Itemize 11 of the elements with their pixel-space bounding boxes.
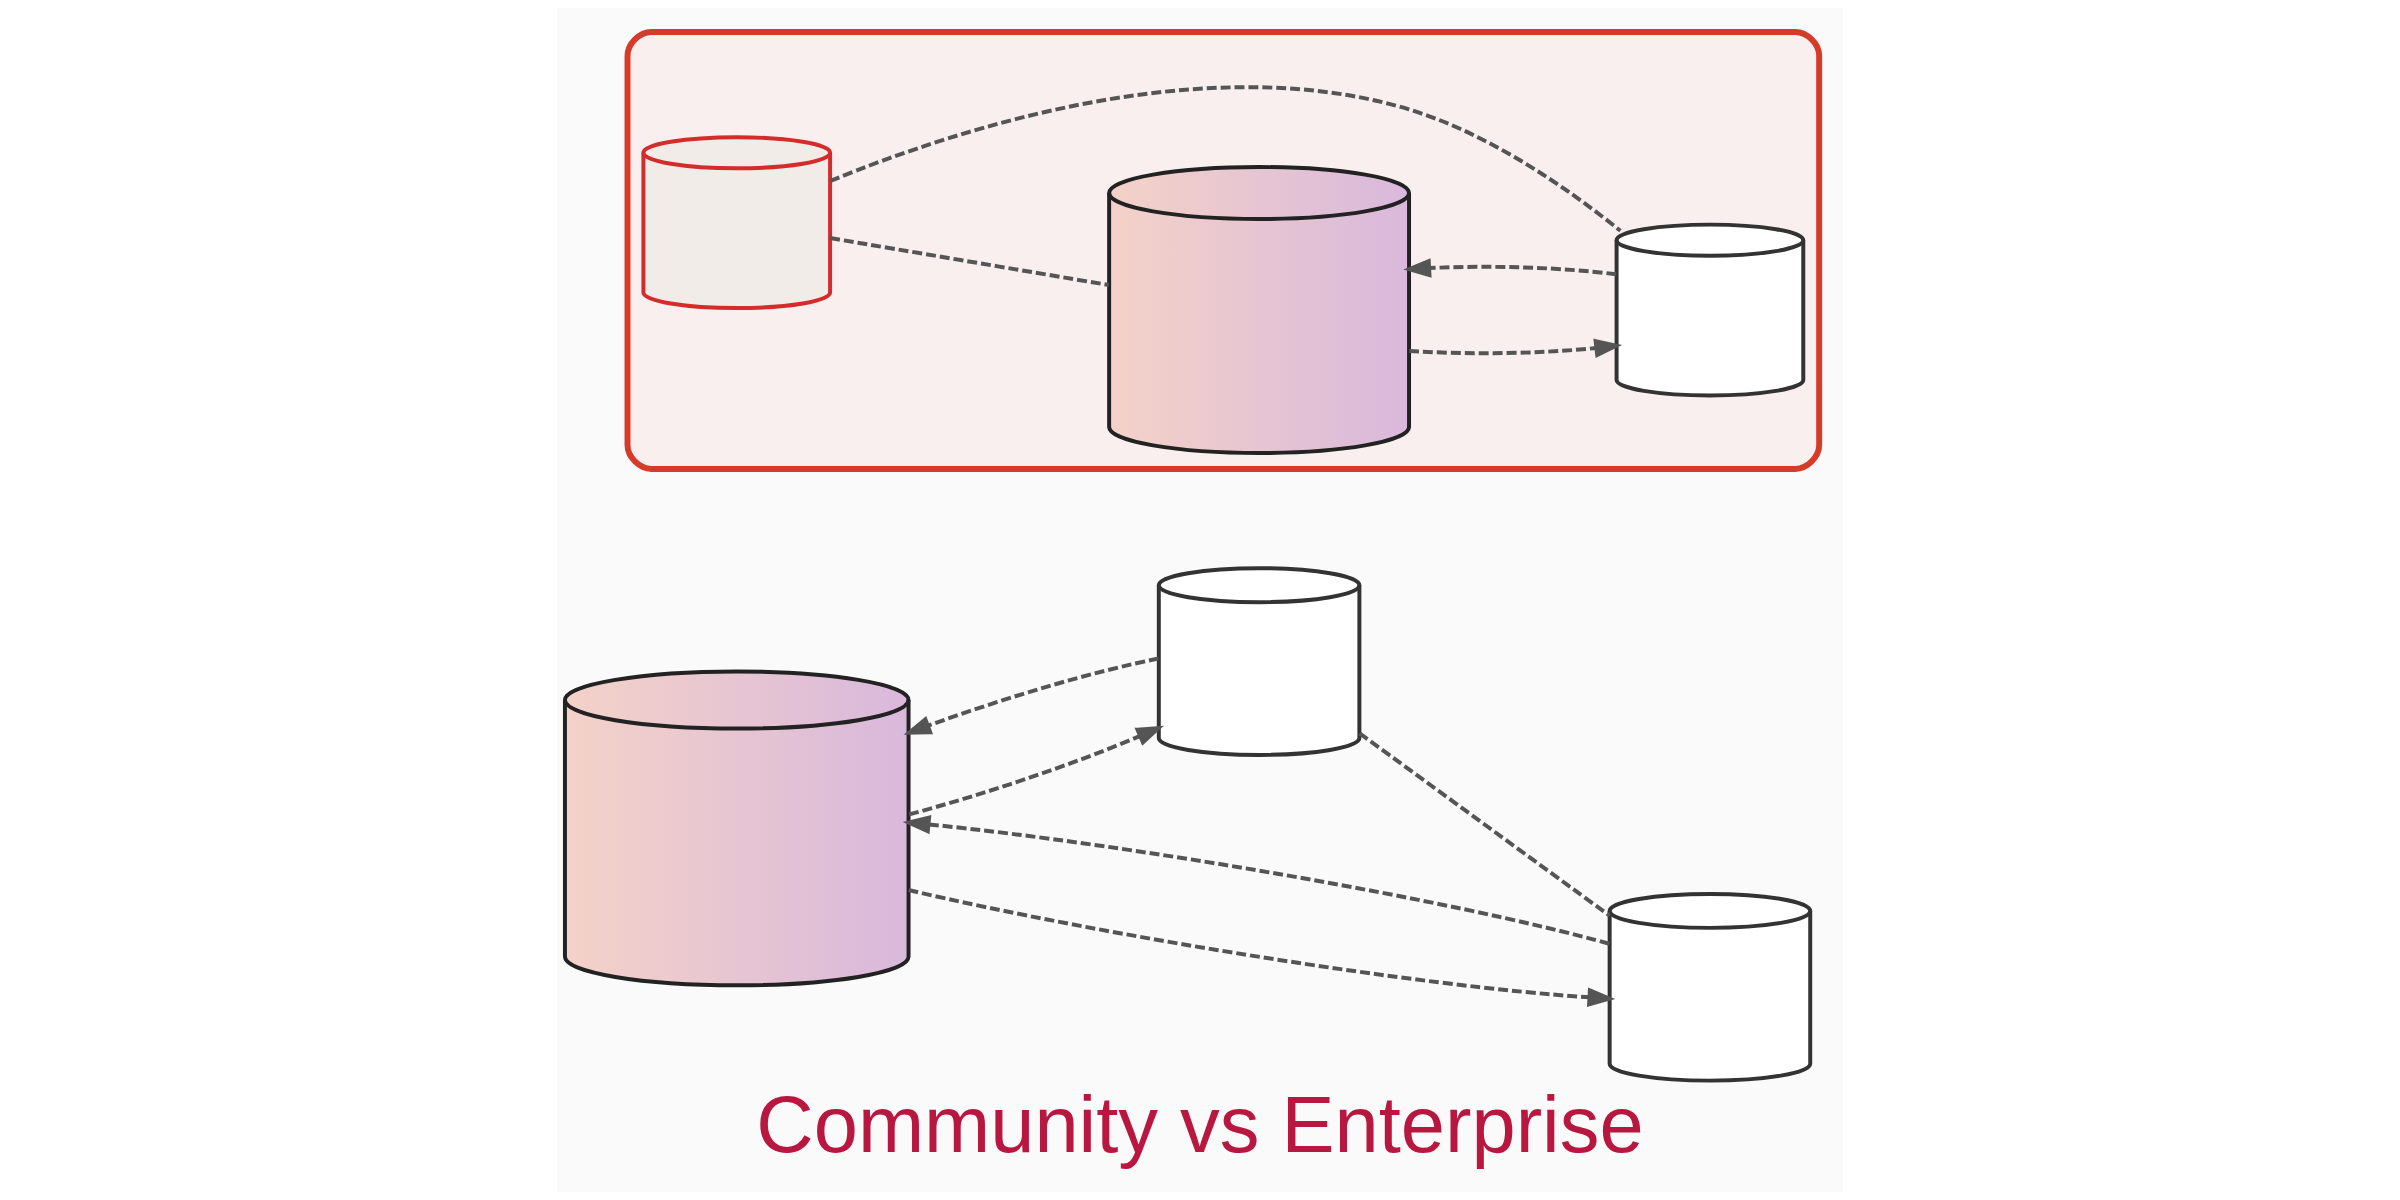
connector	[829, 236, 1109, 287]
arrow	[902, 814, 1610, 946]
diagram-title: Community vs Enterprise	[756, 1080, 1644, 1170]
arrow	[1409, 338, 1623, 358]
arrow	[908, 725, 1164, 817]
arrow	[1403, 258, 1617, 278]
connector	[1358, 731, 1611, 918]
cluster	[624, 29, 1823, 472]
arrow	[903, 656, 1159, 735]
connector	[829, 85, 1622, 233]
arrow	[908, 888, 1616, 1007]
